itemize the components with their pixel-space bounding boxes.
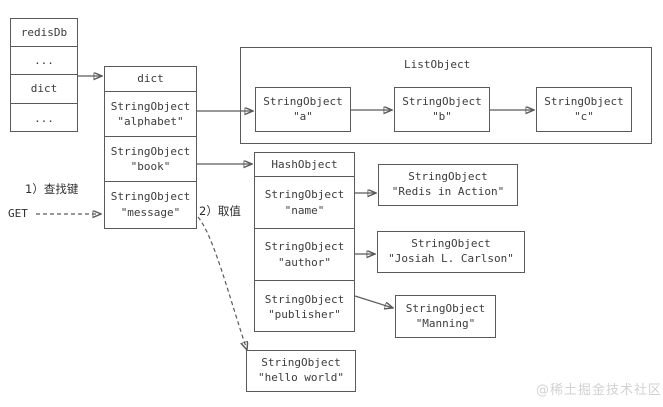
redisdb-row-ellipsis-top: ... xyxy=(11,47,77,75)
list-object-title: ListObject xyxy=(404,58,471,71)
list-node-b-type: StringObject xyxy=(402,94,482,108)
link-hash-publisher-to-value xyxy=(354,295,393,308)
hash-field-publisher-value: "publisher" xyxy=(268,308,341,321)
hash-object-header-label: HashObject xyxy=(271,157,338,171)
list-node-c-value: "c" xyxy=(574,109,594,123)
message-value-box: StringObject "hello world" xyxy=(246,350,356,392)
annotation-step1: 1）查找键 xyxy=(25,182,79,196)
hash-field-name-value: "name" xyxy=(284,203,325,217)
dict-entry-message-value: "message" xyxy=(120,205,181,219)
annotation-step2: 2）取值 xyxy=(199,204,241,218)
dict-header: dict xyxy=(105,67,196,92)
hash-value-redis-in-action: StringObject "Redis in Action" xyxy=(378,164,518,206)
dict-entry-alphabet-type: StringObject xyxy=(110,99,191,113)
list-node-b-value: "b" xyxy=(432,109,452,123)
list-node-a-type: StringObject xyxy=(263,94,343,108)
hash-value-josiah-carlson-type: StringObject xyxy=(411,237,491,251)
link-message-to-value xyxy=(197,216,247,350)
dict-entry-book-value: "book" xyxy=(130,160,171,173)
hash-field-publisher: StringObject "publisher" xyxy=(255,281,354,333)
list-node-c: StringObject "c" xyxy=(536,87,632,132)
hash-field-author-value: "author" xyxy=(278,255,331,269)
hash-object-header: HashObject xyxy=(255,153,354,177)
hash-field-publisher-type: StringObject xyxy=(264,292,345,306)
dict-entry-alphabet: StringObject "alphabet" xyxy=(105,92,196,137)
hash-field-name: StringObject "name" xyxy=(255,177,354,229)
hash-field-author: StringObject "author" xyxy=(255,229,354,281)
hash-value-manning-type: StringObject xyxy=(405,301,486,315)
hash-value-josiah-carlson: StringObject "Josiah L. Carlson" xyxy=(377,231,525,273)
annotation-get-command: GET xyxy=(8,207,28,220)
hash-value-manning-value: "Manning" xyxy=(415,316,476,330)
hash-value-josiah-carlson-value: "Josiah L. Carlson" xyxy=(388,252,514,265)
hash-field-name-type: StringObject xyxy=(264,188,345,202)
list-node-c-type: StringObject xyxy=(544,94,624,108)
hash-object-struct: HashObject StringObject "name" StringObj… xyxy=(254,152,355,332)
dict-entry-book-type: StringObject xyxy=(110,144,191,158)
hash-value-redis-in-action-value: "Redis in Action" xyxy=(391,185,505,198)
redisdb-ellipsis-bottom-label: ... xyxy=(34,111,54,125)
watermark: @稀土掘金技术社区 xyxy=(536,383,663,398)
dict-entry-message: StringObject "message" xyxy=(105,182,196,227)
hash-value-manning: StringObject "Manning" xyxy=(395,295,496,338)
redisdb-ellipsis-top-label: ... xyxy=(34,53,54,67)
hash-field-author-type: StringObject xyxy=(264,240,345,254)
dict-entry-message-type: StringObject xyxy=(110,190,191,204)
redisdb-row-ellipsis-bottom: ... xyxy=(11,104,77,133)
list-node-a: StringObject "a" xyxy=(255,87,351,132)
dict-header-label: dict xyxy=(137,72,164,86)
dict-entry-alphabet-value: "alphabet" xyxy=(117,115,184,128)
dict-entry-book: StringObject "book" xyxy=(105,137,196,182)
message-value-value: "hello world" xyxy=(257,371,345,384)
redisdb-row-dict: dict xyxy=(11,75,77,104)
redisdb-dict-label: dict xyxy=(30,82,58,96)
redisdb-struct: redisDb ... dict ... xyxy=(10,18,78,132)
hash-value-redis-in-action-type: StringObject xyxy=(408,170,488,184)
message-value-type: StringObject xyxy=(261,356,341,370)
redisdb-row-title: redisDb xyxy=(11,19,77,47)
list-node-b: StringObject "b" xyxy=(394,87,490,132)
dict-struct: dict StringObject "alphabet" StringObjec… xyxy=(104,66,197,229)
redisdb-title-label: redisDb xyxy=(20,25,68,39)
list-node-a-value: "a" xyxy=(293,109,313,123)
